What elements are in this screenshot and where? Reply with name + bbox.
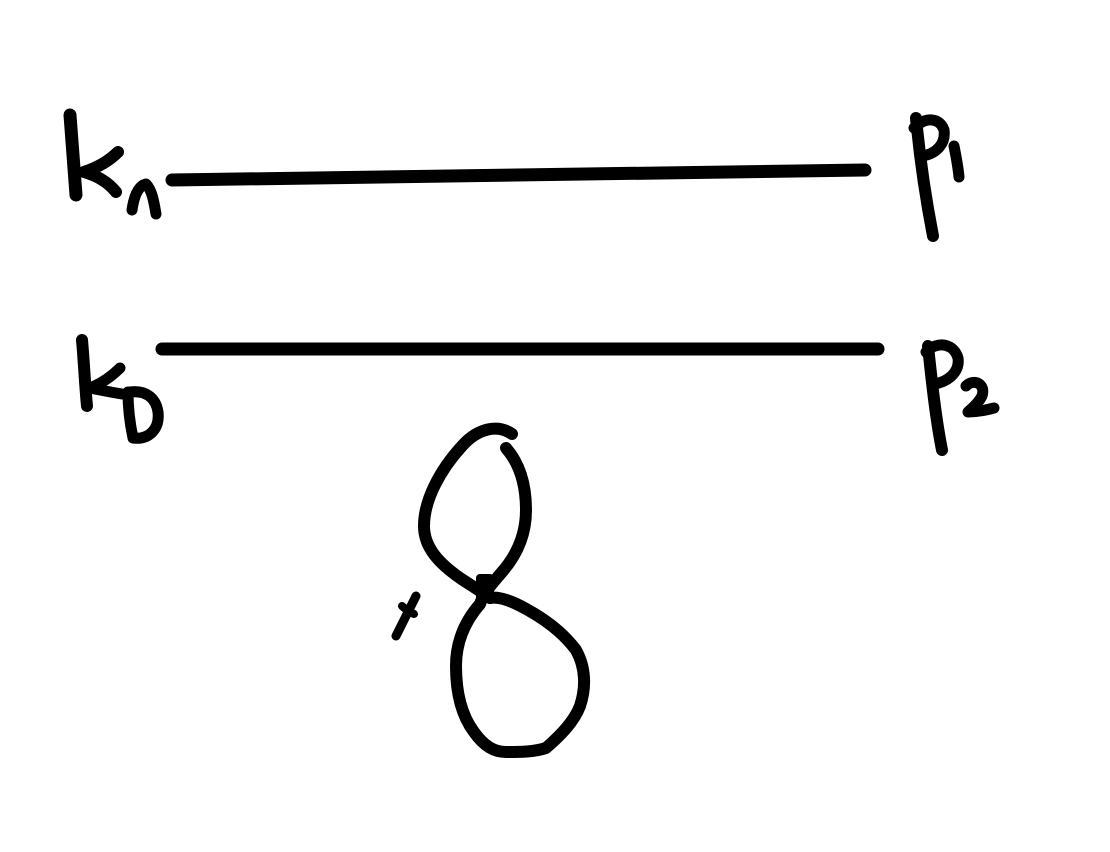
label-top-right: p1 (905, 112, 965, 242)
glyph-k2-stem (76, 334, 93, 412)
crossing-mark-stroke-2 (398, 602, 418, 618)
label-bottom-right-text: p2 (920, 399, 922, 401)
label-top-left-text: Ka (60, 199, 62, 201)
loop-lower (450, 591, 591, 758)
connection-line-top (165, 163, 872, 187)
glyph-one (948, 140, 965, 183)
glyph-p-stem (910, 112, 939, 242)
loop-upper-left (418, 422, 518, 604)
crossing-mark-text: x (396, 619, 397, 621)
glyph-p2-stem (922, 340, 948, 456)
glyph-two (960, 376, 1000, 418)
glyph-k2-arms (84, 362, 128, 400)
figure-eight-loop-icon: x (391, 422, 591, 758)
glyph-k-arms (78, 146, 124, 198)
label-top-left: Ka (60, 108, 162, 220)
label-bottom-left-text: Kb (75, 399, 77, 401)
label-bottom-left: Kb (75, 334, 164, 444)
glyph-b (122, 386, 164, 444)
glyph-p-bowl (908, 114, 950, 162)
glyph-p2-bowl (920, 339, 964, 390)
crossing-mark-stroke-1 (391, 591, 421, 641)
glyph-a (126, 178, 162, 220)
glyph-k-stem (63, 108, 83, 202)
label-top-right-text: p1 (905, 199, 907, 201)
loop-crossing-point (476, 574, 494, 602)
label-bottom-right: p2 (920, 339, 1000, 456)
